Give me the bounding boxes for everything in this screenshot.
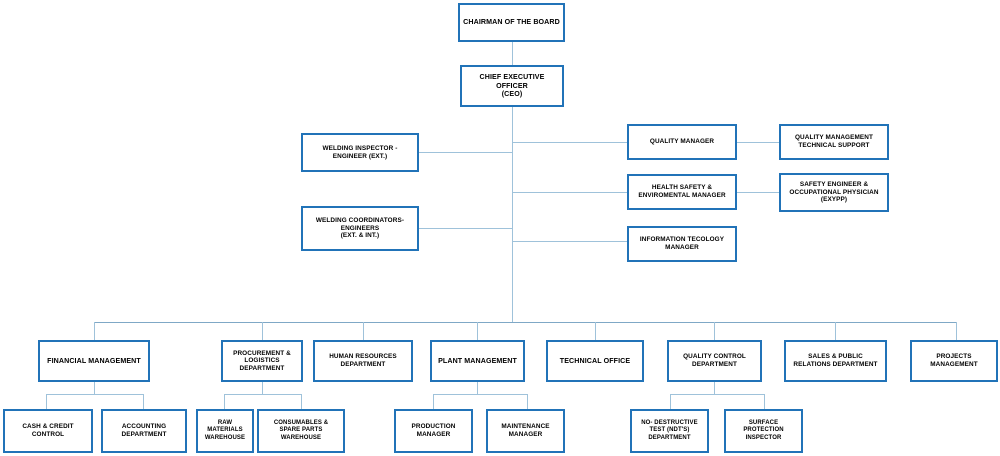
- connector-it-manager: [512, 241, 627, 242]
- node-label: SAFETY ENGINEER & OCCUPATIONAL PHYSICIAN…: [789, 181, 879, 204]
- node-financial-management[interactable]: FINANCIAL MANAGEMENT: [38, 340, 150, 382]
- connector-quality-support: [737, 142, 779, 143]
- connector-safety-engineer: [737, 192, 779, 193]
- node-surface-protection-inspector[interactable]: SURFACE PROTECTION INSPECTOR: [724, 409, 803, 453]
- node-label: CONSUMABLES & SPARE PARTS WAREHOUSE: [273, 420, 329, 441]
- connector-drop-sales: [835, 322, 836, 340]
- node-label: PROJECTS MANAGEMENT: [930, 353, 978, 368]
- node-information-technology-manager[interactable]: INFORMATION TECOLOGY MANAGER: [627, 226, 737, 262]
- node-chief-executive-officer[interactable]: CHIEF EXECUTIVE OFFICER (CEO): [460, 65, 564, 107]
- node-label: NO- DESTRUCTIVE TEST (NDT'S) DEPARTMENT: [641, 420, 698, 441]
- node-safety-engineer-occupational-physician[interactable]: SAFETY ENGINEER & OCCUPATIONAL PHYSICIAN…: [779, 173, 889, 212]
- connector-distribution-bar: [94, 322, 956, 323]
- node-consumables-spare-parts-warehouse[interactable]: CONSUMABLES & SPARE PARTS WAREHOUSE: [257, 409, 345, 453]
- node-label: HUMAN RESOURCES DEPARTMENT: [329, 353, 397, 368]
- connector-drop-cash-credit: [46, 394, 47, 409]
- node-label: HEALTH SAFETY & ENVIROMENTAL MANAGER: [638, 184, 726, 199]
- node-label: FINANCIAL MANAGEMENT: [47, 356, 141, 365]
- node-label: PRODUCTION MANAGER: [411, 423, 456, 438]
- connector-quality-control-bar: [670, 394, 764, 395]
- connector-welding-inspector: [419, 152, 513, 153]
- node-label: RAW MATERIALS WAREHOUSE: [204, 420, 246, 441]
- node-label: QUALITY MANAGEMENT TECHNICAL SUPPORT: [794, 134, 873, 149]
- connector-quality-control-stem: [714, 382, 715, 394]
- connector-plant-stem: [477, 382, 478, 394]
- node-plant-management[interactable]: PLANT MANAGEMENT: [430, 340, 525, 382]
- connector-drop-quality-control: [714, 322, 715, 340]
- node-projects-management[interactable]: PROJECTS MANAGEMENT: [910, 340, 998, 382]
- node-quality-manager[interactable]: QUALITY MANAGER: [627, 124, 737, 160]
- connector-drop-financial: [94, 322, 95, 340]
- node-non-destructive-test-department[interactable]: NO- DESTRUCTIVE TEST (NDT'S) DEPARTMENT: [630, 409, 709, 453]
- connector-drop-consumables: [301, 394, 302, 409]
- node-label: QUALITY MANAGER: [649, 138, 715, 146]
- connector-drop-projects: [956, 322, 957, 340]
- node-label: WELDING COORDINATORS- ENGINEERS (EXT. & …: [315, 217, 405, 240]
- connector-procurement-bar: [224, 394, 301, 395]
- connector-drop-maintenance: [527, 394, 528, 409]
- connector-welding-coordinators: [419, 228, 513, 229]
- connector-hse-manager: [512, 192, 627, 193]
- connector-ceo-trunk: [512, 107, 513, 322]
- node-label: PLANT MANAGEMENT: [438, 356, 517, 365]
- node-label: INFORMATION TECOLOGY MANAGER: [639, 236, 725, 251]
- node-label: CASH & CREDIT CONTROL: [22, 423, 74, 438]
- connector-drop-accounting: [143, 394, 144, 409]
- connector-quality-manager: [512, 142, 627, 143]
- connector-financial-stem: [94, 382, 95, 394]
- node-raw-materials-warehouse[interactable]: RAW MATERIALS WAREHOUSE: [196, 409, 254, 453]
- node-welding-inspector-engineer[interactable]: WELDING INSPECTOR - ENGINEER (EXT.): [301, 133, 419, 172]
- node-production-manager[interactable]: PRODUCTION MANAGER: [394, 409, 473, 453]
- node-welding-coordinators-engineers[interactable]: WELDING COORDINATORS- ENGINEERS (EXT. & …: [301, 206, 419, 251]
- connector-drop-hr: [363, 322, 364, 340]
- node-label: ACCOUNTING DEPARTMENT: [121, 423, 167, 438]
- connector-chairman-ceo: [512, 42, 513, 65]
- node-cash-credit-control[interactable]: CASH & CREDIT CONTROL: [3, 409, 93, 453]
- node-procurement-logistics-department[interactable]: PROCUREMENT & LOGISTICS DEPARTMENT: [221, 340, 303, 382]
- connector-drop-production: [433, 394, 434, 409]
- node-human-resources-department[interactable]: HUMAN RESOURCES DEPARTMENT: [313, 340, 413, 382]
- node-label: WELDING INSPECTOR - ENGINEER (EXT.): [322, 144, 398, 160]
- connector-plant-bar: [433, 394, 527, 395]
- connector-drop-surface-protection: [764, 394, 765, 409]
- node-sales-public-relations-department[interactable]: SALES & PUBLIC RELATIONS DEPARTMENT: [784, 340, 887, 382]
- node-label: MAINTENANCE MANAGER: [501, 423, 550, 438]
- connector-financial-bar: [46, 394, 143, 395]
- node-technical-office[interactable]: TECHNICAL OFFICE: [546, 340, 644, 382]
- connector-drop-procurement: [262, 322, 263, 340]
- node-accounting-department[interactable]: ACCOUNTING DEPARTMENT: [101, 409, 187, 453]
- node-maintenance-manager[interactable]: MAINTENANCE MANAGER: [486, 409, 565, 453]
- node-label: PROCUREMENT & LOGISTICS DEPARTMENT: [233, 349, 291, 372]
- connector-procurement-stem: [262, 382, 263, 394]
- node-quality-management-technical-support[interactable]: QUALITY MANAGEMENT TECHNICAL SUPPORT: [779, 124, 889, 160]
- connector-drop-plant: [477, 322, 478, 340]
- connector-drop-ndt: [670, 394, 671, 409]
- node-chairman-of-the-board[interactable]: CHAIRMAN OF THE BOARD: [458, 3, 565, 42]
- node-label: SALES & PUBLIC RELATIONS DEPARTMENT: [793, 353, 878, 368]
- node-label: TECHNICAL OFFICE: [559, 356, 631, 365]
- node-quality-control-department[interactable]: QUALITY CONTROL DEPARTMENT: [667, 340, 762, 382]
- node-label: CHAIRMAN OF THE BOARD: [463, 18, 560, 27]
- node-label: QUALITY CONTROL DEPARTMENT: [683, 353, 746, 368]
- node-label: SURFACE PROTECTION INSPECTOR: [743, 420, 784, 441]
- connector-drop-technical: [595, 322, 596, 340]
- node-label: CHIEF EXECUTIVE OFFICER (CEO): [479, 73, 545, 99]
- connector-drop-raw-materials: [224, 394, 225, 409]
- node-health-safety-environmental-manager[interactable]: HEALTH SAFETY & ENVIROMENTAL MANAGER: [627, 174, 737, 210]
